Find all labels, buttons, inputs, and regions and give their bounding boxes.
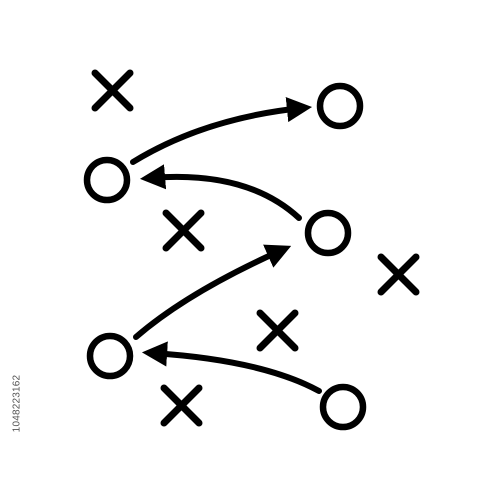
circle-marker (304, 209, 352, 257)
cross-marker (256, 309, 299, 352)
circle-marker (319, 383, 367, 431)
stock-id-watermark: 1048223162 (11, 374, 23, 433)
route-arrow (141, 341, 322, 394)
circle-marker (83, 156, 131, 204)
route-arrow (133, 244, 292, 340)
circle-marker (86, 332, 134, 380)
cross-marker (162, 209, 205, 252)
route-arrow (130, 97, 313, 165)
cross-marker (377, 253, 420, 296)
cross-marker (160, 384, 203, 427)
route-arrow (139, 164, 302, 221)
cross-marker (91, 69, 134, 112)
circle-marker (316, 82, 364, 130)
